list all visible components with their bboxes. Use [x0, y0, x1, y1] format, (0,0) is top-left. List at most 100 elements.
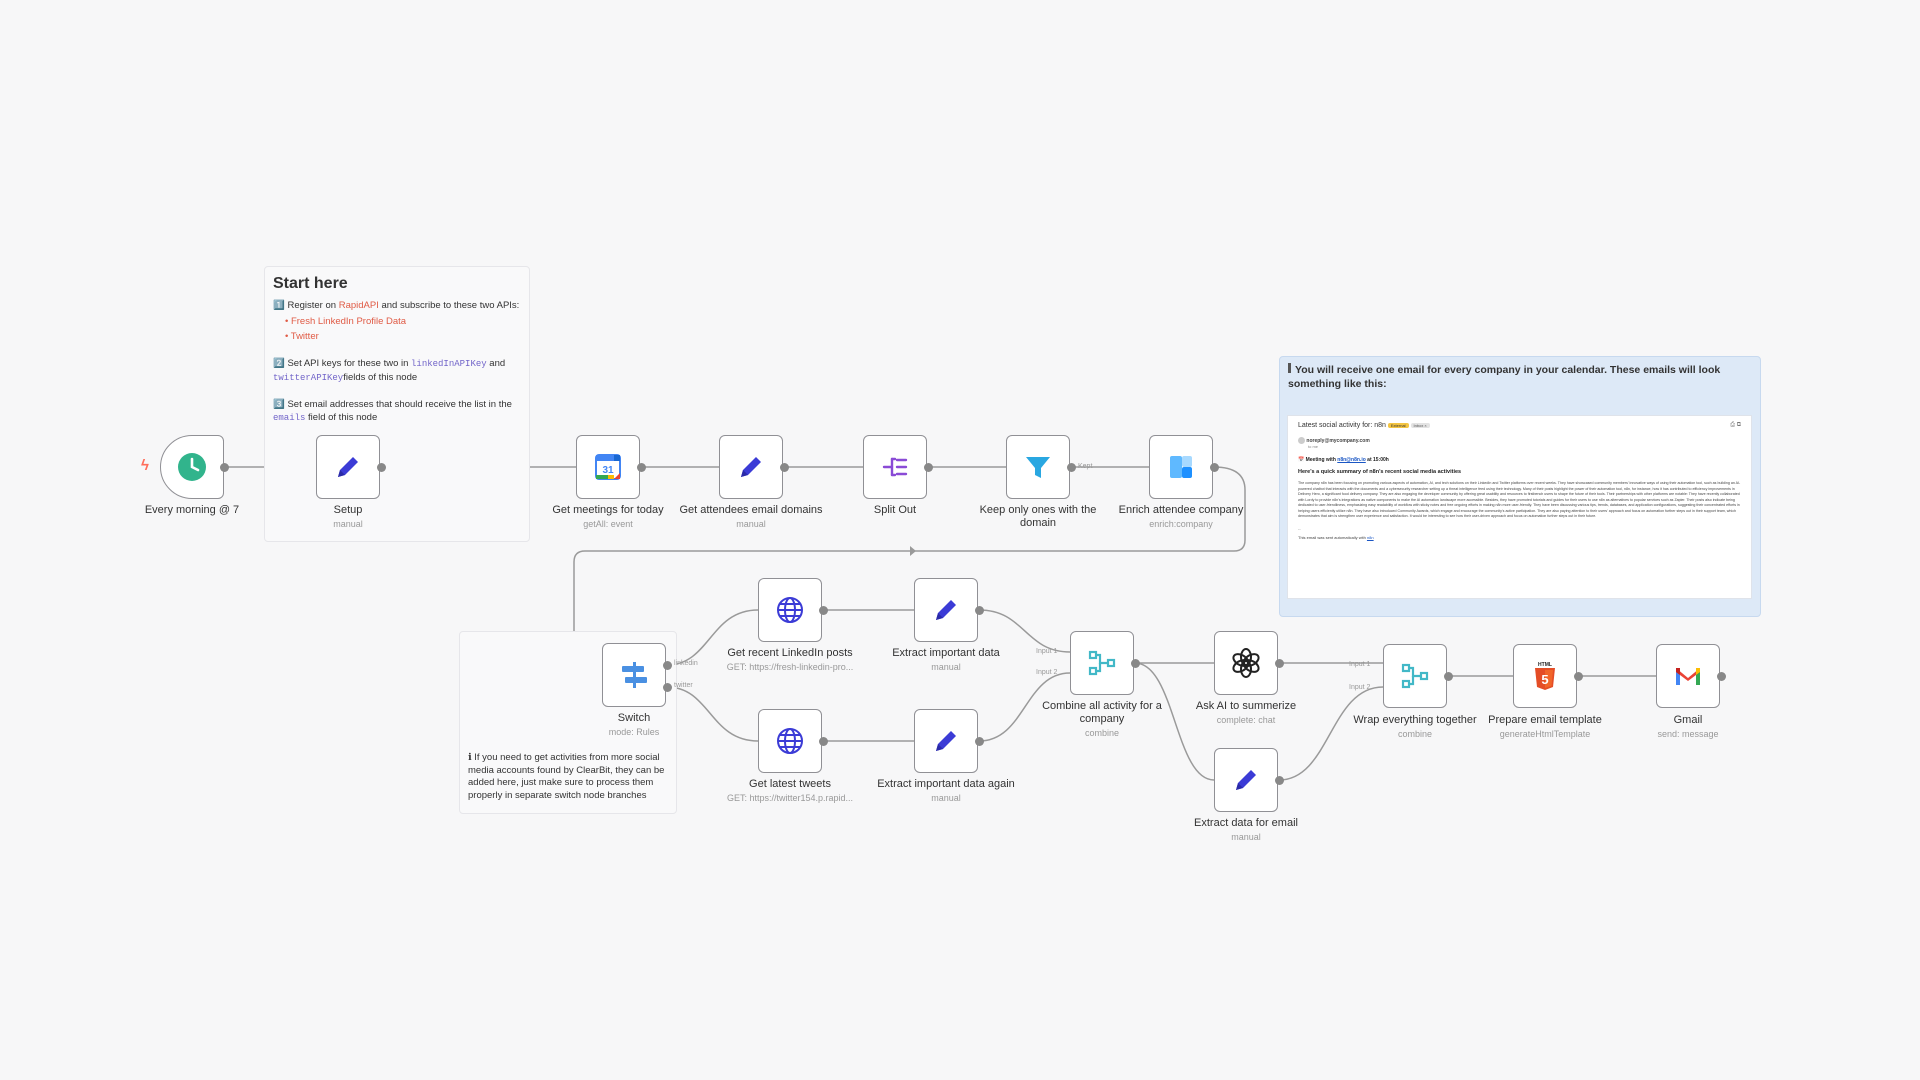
node-enrich-company[interactable]	[1149, 435, 1213, 499]
pencil-icon	[936, 731, 956, 751]
merge-icon	[1088, 650, 1116, 676]
output-port-ai[interactable]	[1275, 659, 1284, 668]
node-extract-important-data[interactable]	[914, 578, 978, 642]
node-every-morning[interactable]	[160, 435, 224, 499]
output-port-trigger[interactable]	[220, 463, 229, 472]
node-gmail[interactable]	[1656, 644, 1720, 708]
email-preview-note[interactable]: You will receive one email for every com…	[1279, 356, 1761, 617]
node-get-latest-tweets[interactable]	[758, 709, 822, 773]
split-out-icon	[882, 457, 908, 477]
openai-icon	[1232, 648, 1260, 678]
step3-text: 3️⃣ Set email addresses that should rece…	[273, 399, 512, 423]
output-port-gmail[interactable]	[1717, 672, 1726, 681]
start-here-note[interactable]: Start here 1️⃣ Register on RapidAPI and …	[264, 266, 530, 542]
node-setup[interactable]	[316, 435, 380, 499]
external-badge: External	[1387, 423, 1409, 428]
output-port-setup[interactable]	[377, 463, 386, 472]
output-port-filter[interactable]	[1067, 463, 1076, 472]
info-note-text: ℹ If you need to get activities from mor…	[468, 752, 665, 801]
output-port-switch-linkedin[interactable]	[663, 661, 672, 670]
output-port-enrich[interactable]	[1210, 463, 1219, 472]
node-label-keep-only-domain: Keep only ones with the domain	[979, 504, 1097, 529]
svg-text:31: 31	[602, 465, 614, 476]
globe-icon	[777, 728, 803, 754]
pencil-icon	[1236, 770, 1256, 790]
node-prepare-email-template[interactable]: HTML 5	[1513, 644, 1577, 708]
output-port-extract3[interactable]	[1275, 776, 1284, 785]
email-subject: Latest social activity for: n8n	[1298, 422, 1386, 429]
pencil-icon	[338, 457, 358, 477]
output-port-meetings[interactable]	[637, 463, 646, 472]
handle-label-wrap-input1: Input 1	[1349, 661, 1371, 668]
api-linkedin-link[interactable]: • Fresh LinkedIn Profile Data	[285, 316, 407, 327]
gmail-icon	[1676, 668, 1700, 685]
svg-text:HTML: HTML	[1538, 662, 1552, 668]
output-port-combine[interactable]	[1131, 659, 1140, 668]
html5-icon: HTML 5	[1535, 662, 1555, 690]
clearbit-icon	[1170, 456, 1192, 478]
handle-label-twitter: twitter	[674, 682, 693, 689]
handle-label-linkedin: linkedin	[674, 660, 698, 667]
node-wrap-everything[interactable]	[1383, 644, 1447, 708]
email-to: to me	[1308, 444, 1319, 449]
output-port-template[interactable]	[1574, 672, 1583, 681]
output-port-extract1[interactable]	[975, 606, 984, 615]
filter-icon	[1026, 457, 1050, 478]
node-split-out[interactable]	[863, 435, 927, 499]
summary-heading: Here's a quick summary of n8n's recent s…	[1298, 469, 1462, 475]
connection-extract1-combine	[978, 609, 1071, 653]
node-keep-only-domain[interactable]	[1006, 435, 1070, 499]
node-get-meetings[interactable]: 31	[576, 435, 640, 499]
output-port-domains[interactable]	[780, 463, 789, 472]
node-label-split-out: Split Out	[873, 504, 917, 516]
handle-label-kept: Kept	[1078, 463, 1093, 470]
svg-text:5: 5	[1541, 672, 1548, 687]
node-label-every-morning: Every morning @ 7	[144, 504, 240, 516]
node-get-attendees-domains[interactable]	[719, 435, 783, 499]
node-get-linkedin-posts[interactable]	[758, 578, 822, 642]
google-calendar-icon: 31	[595, 454, 621, 480]
clock-icon	[178, 453, 206, 481]
rapidapi-link[interactable]: RapidAPI	[338, 300, 379, 311]
node-extract-data-email[interactable]	[1214, 748, 1278, 812]
preview-heading: You will receive one email for every com…	[1288, 363, 1721, 390]
output-port-tweets[interactable]	[819, 737, 828, 746]
step2-text: 2️⃣ Set API keys for these two in linked…	[273, 358, 506, 383]
output-port-wrap[interactable]	[1444, 672, 1453, 681]
output-port-switch-twitter[interactable]	[663, 683, 672, 692]
step1-text: 1️⃣ Register on RapidAPI and subscribe t…	[273, 300, 520, 311]
handle-label-wrap-input2: Input 2	[1349, 684, 1371, 691]
sender-avatar	[1298, 437, 1305, 444]
node-combine-activity[interactable]	[1070, 631, 1134, 695]
output-port-linkedin[interactable]	[819, 606, 828, 615]
switch-icon	[622, 662, 647, 688]
email-from: noreply@mycompany.com	[1306, 437, 1370, 444]
node-switch[interactable]	[602, 643, 666, 707]
api-twitter-link[interactable]: • Twitter	[285, 331, 319, 342]
inbox-badge: Inbox ×	[1410, 423, 1430, 428]
email-preview-image: Latest social activity for: n8n External…	[1287, 415, 1752, 599]
globe-icon	[777, 597, 803, 623]
node-extract-important-data-again[interactable]	[914, 709, 978, 773]
output-port-extract2[interactable]	[975, 737, 984, 746]
email-body: The company n8n has been focusing on pro…	[1298, 481, 1741, 518]
node-ask-ai[interactable]	[1214, 631, 1278, 695]
output-port-split[interactable]	[924, 463, 933, 472]
pencil-icon	[741, 457, 761, 477]
